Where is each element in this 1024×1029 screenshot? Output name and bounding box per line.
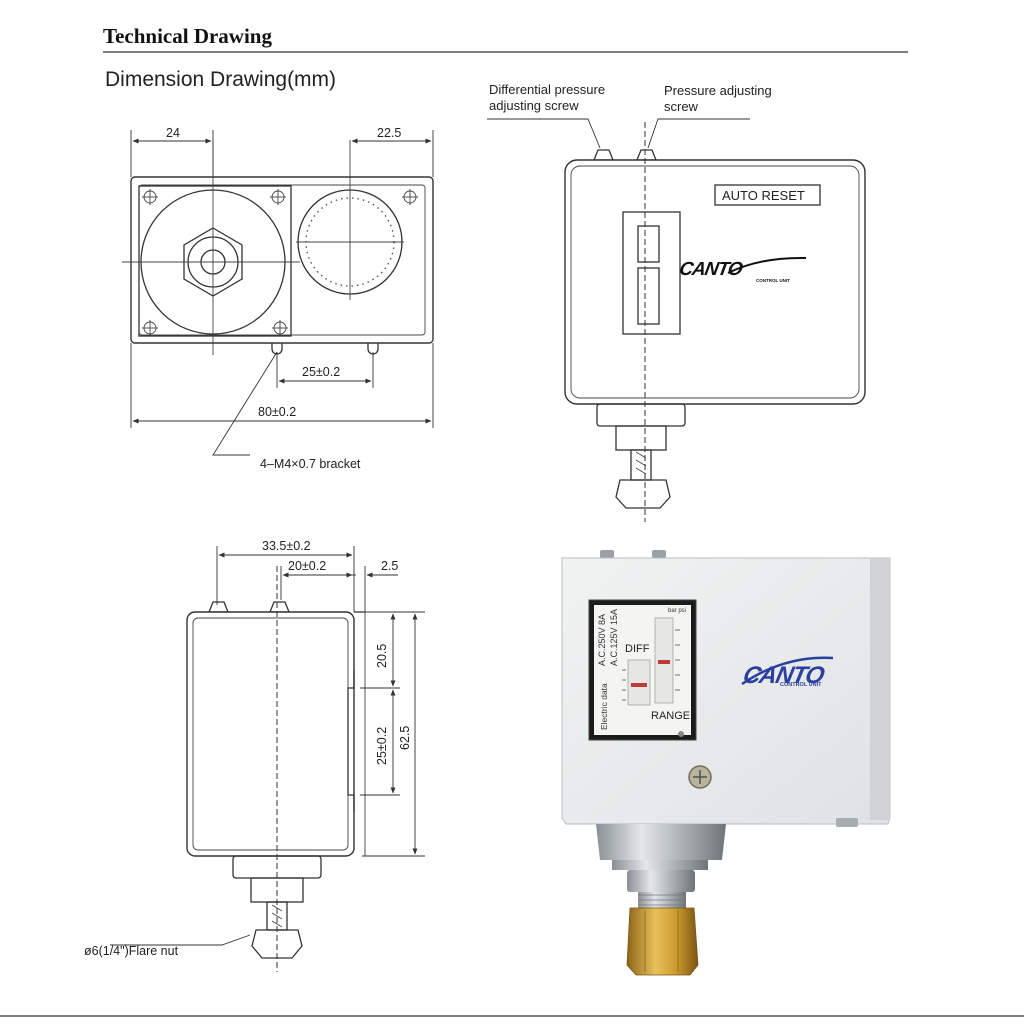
photo-logo-swoosh xyxy=(741,656,834,686)
flare-tip xyxy=(615,479,671,509)
top-left-view: 24 22.5 25±0.2 80±0.2 4–M4×0.7 bracket xyxy=(122,126,434,471)
dim-height: 62.5 xyxy=(398,726,412,750)
pressure-fitting-base xyxy=(596,824,726,860)
switch-body-inner xyxy=(570,165,860,399)
stem-collar xyxy=(596,403,686,427)
electric-data-label: Electric data xyxy=(599,683,609,730)
side-view: 33.5±0.2 20±0.2 2.5 20.5 xyxy=(84,539,425,972)
pressure-screw-label: Pressure adjusting xyxy=(664,83,772,98)
mounting-hole xyxy=(142,320,158,336)
range-label: RANGE xyxy=(651,710,690,722)
port-frame xyxy=(138,185,292,337)
scale-slot-lower xyxy=(637,267,660,325)
scale-slot-upper xyxy=(637,225,660,263)
electric-rating-1: A.C.250V 8A xyxy=(597,614,607,666)
diff-screw-label-2: adjusting screw xyxy=(489,98,579,113)
unit-label: bar psi xyxy=(668,608,686,614)
dim-upper: 20.5 xyxy=(375,644,389,668)
range-indicator xyxy=(658,660,670,664)
dim-left-width: 24 xyxy=(166,126,180,140)
bracket-note: 4–M4×0.7 bracket xyxy=(260,457,361,471)
dim-total-width: 80±0.2 xyxy=(258,405,296,419)
brass-flare-nut xyxy=(626,907,699,976)
section-title: Technical Drawing xyxy=(103,24,272,48)
mounting-hole xyxy=(142,189,158,205)
auto-reset-label: AUTO RESET xyxy=(722,188,805,203)
product-photo: A.C.250V 8A A.C.125V 15A Electric data D… xyxy=(561,550,891,976)
scale-window xyxy=(622,211,681,335)
diff-screw-label: Differential pressure xyxy=(489,82,605,97)
stem-neck xyxy=(615,425,667,451)
pressure-screw-label-2: screw xyxy=(664,99,699,114)
pressure-screw-head xyxy=(636,149,657,161)
diff-indicator xyxy=(631,683,647,687)
dim-middle: 25±0.2 xyxy=(375,727,389,765)
drawing-subtitle: Dimension Drawing(mm) xyxy=(105,68,336,91)
flare-nut-label: ø6(1/4")Flare nut xyxy=(84,944,179,958)
dim-lip: 2.5 xyxy=(381,559,398,573)
logo-swoosh xyxy=(727,256,807,274)
top-right-view: Differential pressure adjusting screw Pr… xyxy=(487,82,866,522)
mounting-hole xyxy=(272,320,288,336)
dim-depth: 33.5±0.2 xyxy=(262,539,311,553)
side-flare-nut xyxy=(251,929,303,959)
dim-hole-spacing: 25±0.2 xyxy=(302,365,340,379)
dim-screw-offset: 20±0.2 xyxy=(288,559,326,573)
mounting-hole xyxy=(402,189,418,205)
auto-reset-plate xyxy=(714,184,821,206)
electric-rating-2: A.C.125V 15A xyxy=(609,609,619,666)
photo-brand-logo: CANTO xyxy=(741,662,828,689)
diff-label: DIFF xyxy=(625,643,650,655)
dim-right-width: 22.5 xyxy=(377,126,401,140)
diff-screw-head xyxy=(593,149,614,161)
switch-body-outline xyxy=(564,159,866,405)
photo-brand-subtext: CONTROL UNIT xyxy=(780,682,822,688)
brand-logo-subtext: CONTROL UNIT xyxy=(756,278,790,283)
side-body xyxy=(186,611,355,857)
mounting-hole xyxy=(270,189,286,205)
brand-logo: CANTO xyxy=(678,259,745,280)
